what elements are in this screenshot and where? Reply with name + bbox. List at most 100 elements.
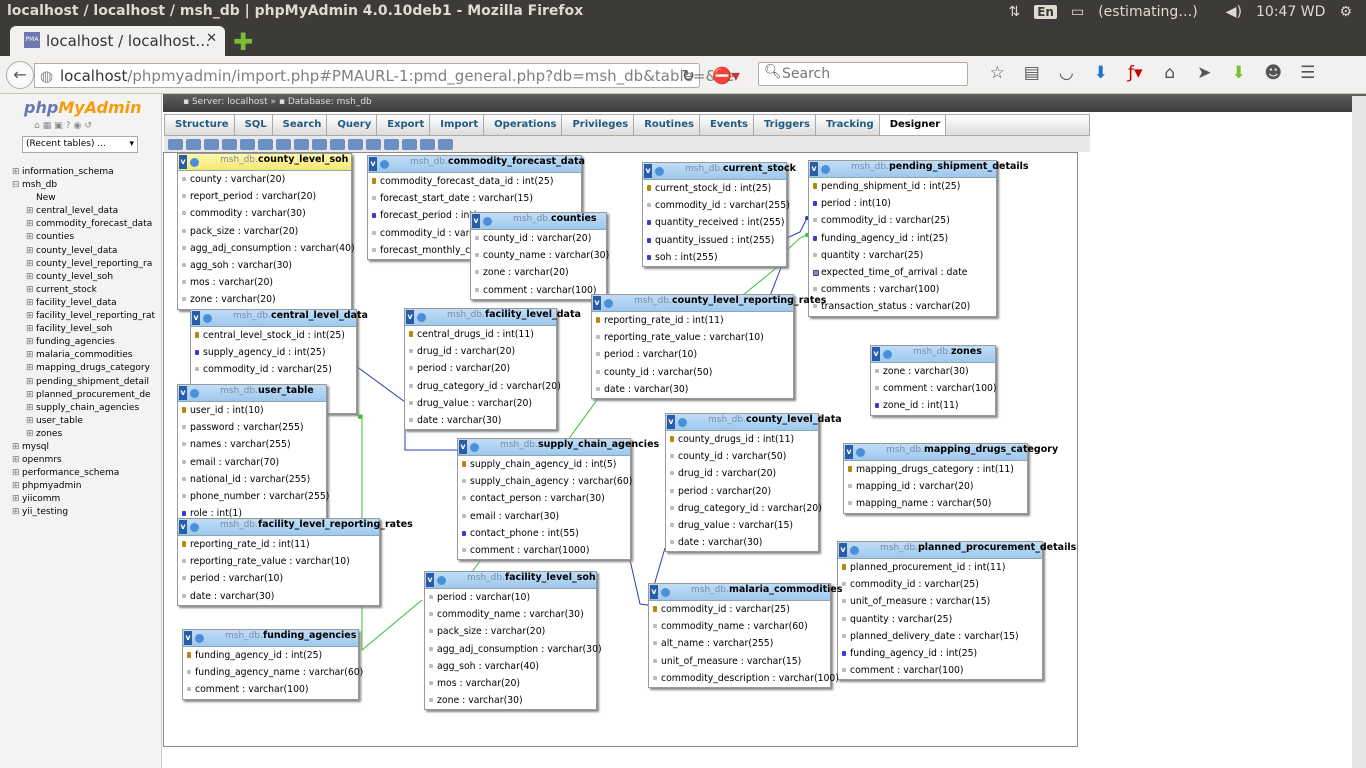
- keyboard-language-indicator[interactable]: En: [1034, 5, 1057, 19]
- new-tab-plus-icon[interactable]: ✚: [233, 28, 254, 56]
- tree-item-label[interactable]: planned_procurement_de: [36, 389, 151, 400]
- tab-designer[interactable]: Designer: [879, 115, 947, 135]
- tree-item-label[interactable]: county_level_soh: [36, 271, 114, 282]
- table-column[interactable]: mapping_name : varchar(50): [844, 495, 1027, 512]
- table-column[interactable]: unit_of_measure : varchar(15): [838, 593, 1042, 610]
- table-column[interactable]: commodity_id : varchar(255): [643, 197, 790, 214]
- table-options-icon[interactable]: [437, 576, 446, 585]
- designer-tool-icon[interactable]: [438, 138, 453, 150]
- table-column[interactable]: mos : varchar(20): [425, 675, 596, 692]
- designer-tool-icon[interactable]: [312, 138, 327, 150]
- tab-query[interactable]: Query: [327, 115, 378, 135]
- tree-item[interactable]: ⊞funding_agencies: [12, 336, 162, 349]
- table-column[interactable]: supply_agency_id : int(25): [191, 344, 356, 361]
- battery-status[interactable]: ▭(estimating…): [1071, 4, 1212, 20]
- table-options-icon[interactable]: [821, 165, 830, 174]
- tree-item[interactable]: ⊞phpmyadmin: [12, 480, 162, 493]
- tree-item[interactable]: ⊞current_stock: [12, 284, 162, 297]
- table-column[interactable]: names : varchar(255): [178, 436, 326, 453]
- tree-item-label[interactable]: funding_agencies: [36, 337, 115, 348]
- expand-toggle-icon[interactable]: ⊞: [26, 415, 34, 426]
- toggle-columns-icon[interactable]: v: [179, 155, 187, 169]
- table-column[interactable]: expected_time_of_arrival : date: [809, 264, 996, 281]
- tab-events[interactable]: Events: [700, 115, 754, 135]
- table-column[interactable]: mapping_drugs_category : int(11): [844, 461, 1027, 478]
- expand-toggle-icon[interactable]: ⊞: [12, 455, 20, 466]
- table-options-icon[interactable]: [417, 313, 426, 322]
- expand-toggle-icon[interactable]: ⊞: [26, 376, 34, 387]
- table-column[interactable]: soh : int(255): [643, 249, 786, 266]
- expand-toggle-icon[interactable]: ⊞: [26, 389, 34, 400]
- table-column[interactable]: agg_adj_consumption : varchar(40): [178, 240, 355, 257]
- designer-tool-icon[interactable]: [276, 138, 291, 150]
- tree-item[interactable]: ⊞commodity_forecast_data: [12, 218, 162, 231]
- table-column[interactable]: central_level_stock_id : int(25): [191, 327, 356, 344]
- table-column[interactable]: date : varchar(30): [178, 588, 379, 605]
- tree-item-label[interactable]: information_schema: [22, 167, 114, 177]
- expand-toggle-icon[interactable]: ⊞: [12, 507, 20, 518]
- table-options-icon[interactable]: [380, 160, 389, 169]
- quick-links-icons[interactable]: ⌂▦▣?◉↺: [34, 121, 95, 131]
- tree-item-label[interactable]: user_table: [36, 415, 83, 426]
- table-column[interactable]: report_period : varchar(20): [178, 188, 351, 205]
- table-options-icon[interactable]: [190, 389, 199, 398]
- pocket-icon[interactable]: ◡: [1058, 63, 1074, 83]
- designer-tool-icon[interactable]: [366, 138, 381, 150]
- table-column[interactable]: supply_chain_agency : varchar(60): [458, 473, 632, 490]
- toggle-columns-icon[interactable]: v: [644, 164, 652, 178]
- table-options-icon[interactable]: [661, 588, 670, 597]
- home-icon[interactable]: ⌂: [1164, 63, 1176, 83]
- tree-item-label[interactable]: phpmyadmin: [22, 481, 82, 492]
- expand-toggle-icon[interactable]: ⊞: [12, 441, 20, 452]
- table-column[interactable]: contact_phone : int(55): [458, 525, 630, 542]
- expand-toggle-icon[interactable]: ⊞: [26, 245, 34, 256]
- table-column[interactable]: zone : varchar(30): [425, 692, 596, 709]
- table-column[interactable]: transaction_status : varchar(20): [809, 298, 996, 315]
- toggle-columns-icon[interactable]: v: [810, 162, 818, 176]
- tree-item-label[interactable]: facility_level_reporting_rat: [36, 311, 156, 322]
- table-column[interactable]: commodity_id : varchar(25): [809, 212, 996, 229]
- gear-icon[interactable]: ⚙: [1339, 4, 1352, 20]
- table-column[interactable]: central_drugs_id : int(11): [405, 326, 556, 343]
- expand-toggle-icon[interactable]: ⊞: [12, 468, 20, 479]
- tree-item[interactable]: ⊞counties: [12, 231, 162, 244]
- phpmyadmin-logo[interactable]: phpMyAdmin: [24, 98, 142, 117]
- tree-item[interactable]: ⊞pending_shipment_detail: [12, 376, 162, 389]
- tree-item[interactable]: ⊞facility_level_soh: [12, 323, 162, 336]
- table-column[interactable]: period : int(10): [809, 195, 996, 212]
- table-column[interactable]: comment : varchar(1000): [458, 542, 630, 559]
- table-options-icon[interactable]: [655, 167, 664, 176]
- table-options-icon[interactable]: [678, 418, 687, 427]
- table-column[interactable]: comment : varchar(100): [471, 282, 606, 299]
- designer-tool-icon[interactable]: [186, 138, 201, 150]
- table-column[interactable]: period : varchar(10): [592, 346, 793, 363]
- table-column[interactable]: commodity_name : varchar(30): [425, 606, 596, 623]
- tree-item-label[interactable]: New: [36, 193, 56, 204]
- toggle-columns-icon[interactable]: v: [369, 157, 377, 171]
- table-column[interactable]: comment : varchar(100): [838, 662, 1042, 679]
- tree-item-label[interactable]: county_level_data: [36, 245, 118, 256]
- tree-item[interactable]: ⊞performance_schema: [12, 467, 162, 480]
- url-bar[interactable]: ◍ localhost/phpmyadmin/import.php#PMAURL…: [34, 63, 734, 88]
- table-column[interactable]: pending_shipment_id : int(25): [809, 178, 996, 195]
- block-plugin-icon[interactable]: ⛔▾: [712, 66, 740, 85]
- table-column[interactable]: planned_delivery_date : varchar(15): [838, 628, 1042, 645]
- table-column[interactable]: date : varchar(30): [666, 534, 818, 551]
- tree-item-label[interactable]: supply_chain_agencies: [36, 402, 140, 413]
- table-column[interactable]: county_id : varchar(50): [592, 364, 793, 381]
- toggle-columns-icon[interactable]: v: [667, 415, 675, 429]
- table-column[interactable]: funding_agency_id : int(25): [183, 647, 358, 664]
- close-tab-icon[interactable]: ✕: [206, 31, 217, 46]
- toggle-columns-icon[interactable]: v: [839, 543, 847, 557]
- table-column[interactable]: date : varchar(30): [405, 412, 556, 429]
